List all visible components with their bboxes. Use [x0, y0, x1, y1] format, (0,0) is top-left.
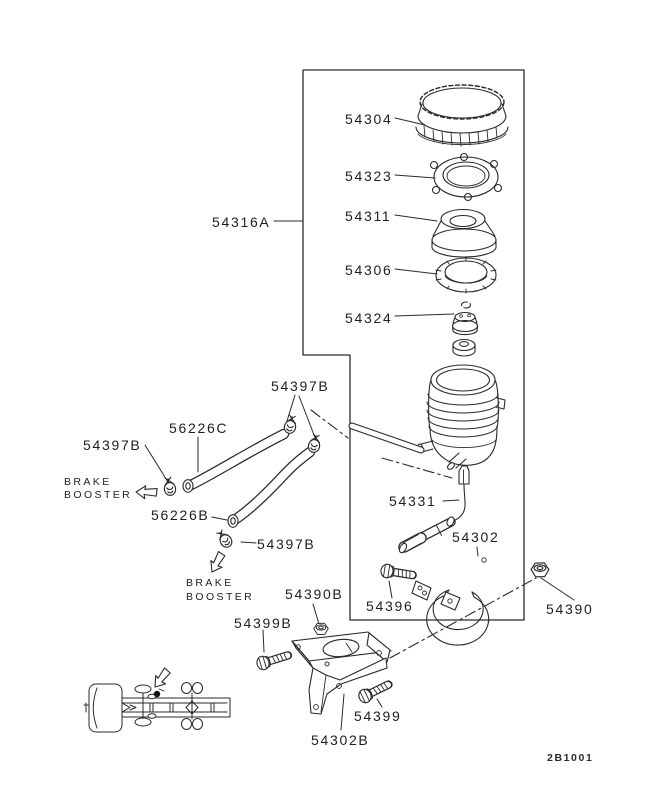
reservoir-tube [348, 422, 425, 454]
reservoir-cap [415, 84, 509, 147]
part-label-hose-upper: 56226C [169, 420, 229, 436]
hose-clamp-1 [282, 413, 299, 436]
bracket-bolt-left [255, 649, 290, 671]
part-label-hose-lower: 56226B [151, 507, 210, 523]
strainer-ring [435, 256, 497, 294]
note-line: BRAKE [64, 476, 112, 488]
part-label-band-bolt: 54396 [366, 598, 414, 614]
location-arrow-icon [149, 665, 174, 692]
hose-56226B [227, 446, 316, 528]
part-label-bracket-bolt-left: 54399B [234, 615, 293, 631]
diaphragm [431, 208, 497, 258]
drawing-code: 2B1001 [547, 752, 594, 764]
band-clamp [411, 557, 490, 646]
part-label-nut: 54390 [546, 601, 594, 617]
vehicle-locator [83, 682, 231, 733]
part-label-bracket-bolt-right: 54399 [354, 708, 402, 724]
fluid-level-sensor [398, 465, 470, 554]
centerline-hose-route [310, 409, 453, 479]
part-label-sensor: 54331 [389, 493, 437, 509]
leader-lines [144, 117, 575, 731]
o-ring [460, 301, 472, 309]
note-line: BOOSTER [186, 590, 255, 603]
part-label-diaphragm: 54311 [345, 208, 392, 224]
part-label-bracket: 54302B [311, 732, 370, 748]
part-label-strainer: 54306 [345, 262, 393, 278]
part-label-band-clamp: 54302 [452, 529, 500, 545]
note-line: BRAKE [186, 577, 234, 589]
part-label-clamp-left: 54397B [83, 437, 142, 453]
brake-booster-note-bottom: BRAKE BOOSTER [186, 577, 254, 604]
float [451, 311, 479, 336]
part-label-bracket-nut: 54390B [285, 586, 344, 602]
hose-clamp-2 [306, 432, 323, 455]
mount-nut [530, 562, 550, 578]
mounting-bracket [291, 631, 392, 715]
part-label-clamp-top: 54397B [271, 378, 330, 394]
reservoir-body [416, 364, 506, 470]
cap-ring [429, 152, 503, 202]
centerline-bracket-nut [389, 577, 537, 659]
part-label-assembly: 54316A [212, 214, 271, 230]
hose-56226C [182, 428, 290, 493]
hose-clamp-4 [214, 527, 235, 550]
part-label-cap-ring: 54323 [345, 168, 393, 184]
bracket-bolt-right [357, 678, 392, 704]
brake-booster-arrow-down-icon [205, 549, 229, 576]
assembly-box [302, 69, 525, 621]
bracket-nut [313, 622, 329, 635]
note-line: BOOSTER [64, 488, 133, 501]
hose-clamp-3 [162, 476, 177, 497]
brake-booster-note-left: BRAKE BOOSTER [64, 476, 132, 501]
part-label-clamp-lower: 54397B [257, 536, 316, 552]
band-bolt [380, 563, 414, 581]
part-label-cap: 54304 [345, 111, 393, 127]
part-label-float: 54324 [345, 310, 393, 326]
grommet [452, 338, 476, 357]
part-location-dot [153, 690, 161, 698]
brake-booster-arrow-left-icon [135, 484, 158, 500]
